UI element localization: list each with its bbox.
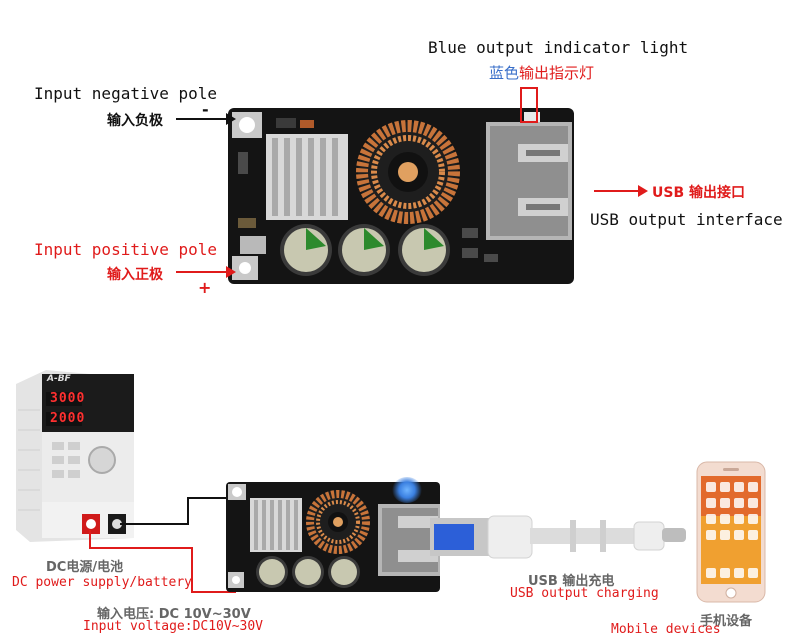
charging-cn: USB 输出充电 xyxy=(528,574,615,589)
pcb-board-bottom-drawing xyxy=(226,482,440,592)
psu-label-en: DC power supply/battery xyxy=(12,575,193,590)
input-voltage-cn: 输入电压: DC 10V~30V xyxy=(97,607,251,622)
pcb-board-bottom xyxy=(226,480,440,592)
pcb-board-top-drawing xyxy=(228,108,574,284)
mobile-phone xyxy=(696,461,766,603)
psu-display-bottom: 2000 xyxy=(50,411,86,426)
phone-en: Mobile devices xyxy=(611,622,721,637)
input-voltage-en: Input voltage:DC10V~30V xyxy=(83,619,264,634)
psu-brand: A-BF xyxy=(47,374,71,384)
phone-cn: 手机设备 xyxy=(700,614,753,629)
blue-led-glow xyxy=(392,477,422,503)
neg-pole-label-cn: 输入负极 xyxy=(107,113,163,129)
psu-display-top: 3000 xyxy=(50,391,86,406)
psu-label-cn: DC电源/电池 xyxy=(46,560,124,575)
charging-en: USB output charging xyxy=(510,586,659,601)
usb-label-en: USB output interface xyxy=(590,210,783,229)
blue-light-label-en: Blue output indicator light xyxy=(428,38,689,57)
usb-cable xyxy=(430,506,690,566)
usb-cable-drawing xyxy=(430,515,686,559)
pos-arrow xyxy=(176,266,236,278)
pos-pole-label-en: Input positive pole xyxy=(34,240,218,259)
blue-light-label-cn-blue: 蓝色 xyxy=(489,64,520,82)
neg-pole-label-en: Input negative pole xyxy=(34,84,218,103)
pos-pole-label-cn: 输入正极 xyxy=(107,267,163,283)
mobile-phone-drawing xyxy=(696,461,766,603)
dc-power-supply xyxy=(16,370,134,542)
blue-light-label-cn: 蓝色输出指示灯 xyxy=(489,62,594,83)
usb-arrow xyxy=(594,185,648,197)
blue-light-label-cn-red: 输出指示灯 xyxy=(519,64,595,82)
pcb-board-top xyxy=(228,108,574,284)
dc-power-supply-drawing xyxy=(16,370,134,542)
neg-pole-sign: - xyxy=(202,100,209,119)
usb-label-cn: USB 输出接口 xyxy=(652,185,745,201)
pos-pole-sign: + xyxy=(198,278,212,297)
neg-arrow xyxy=(176,113,236,125)
led-highlight-box xyxy=(520,87,538,123)
